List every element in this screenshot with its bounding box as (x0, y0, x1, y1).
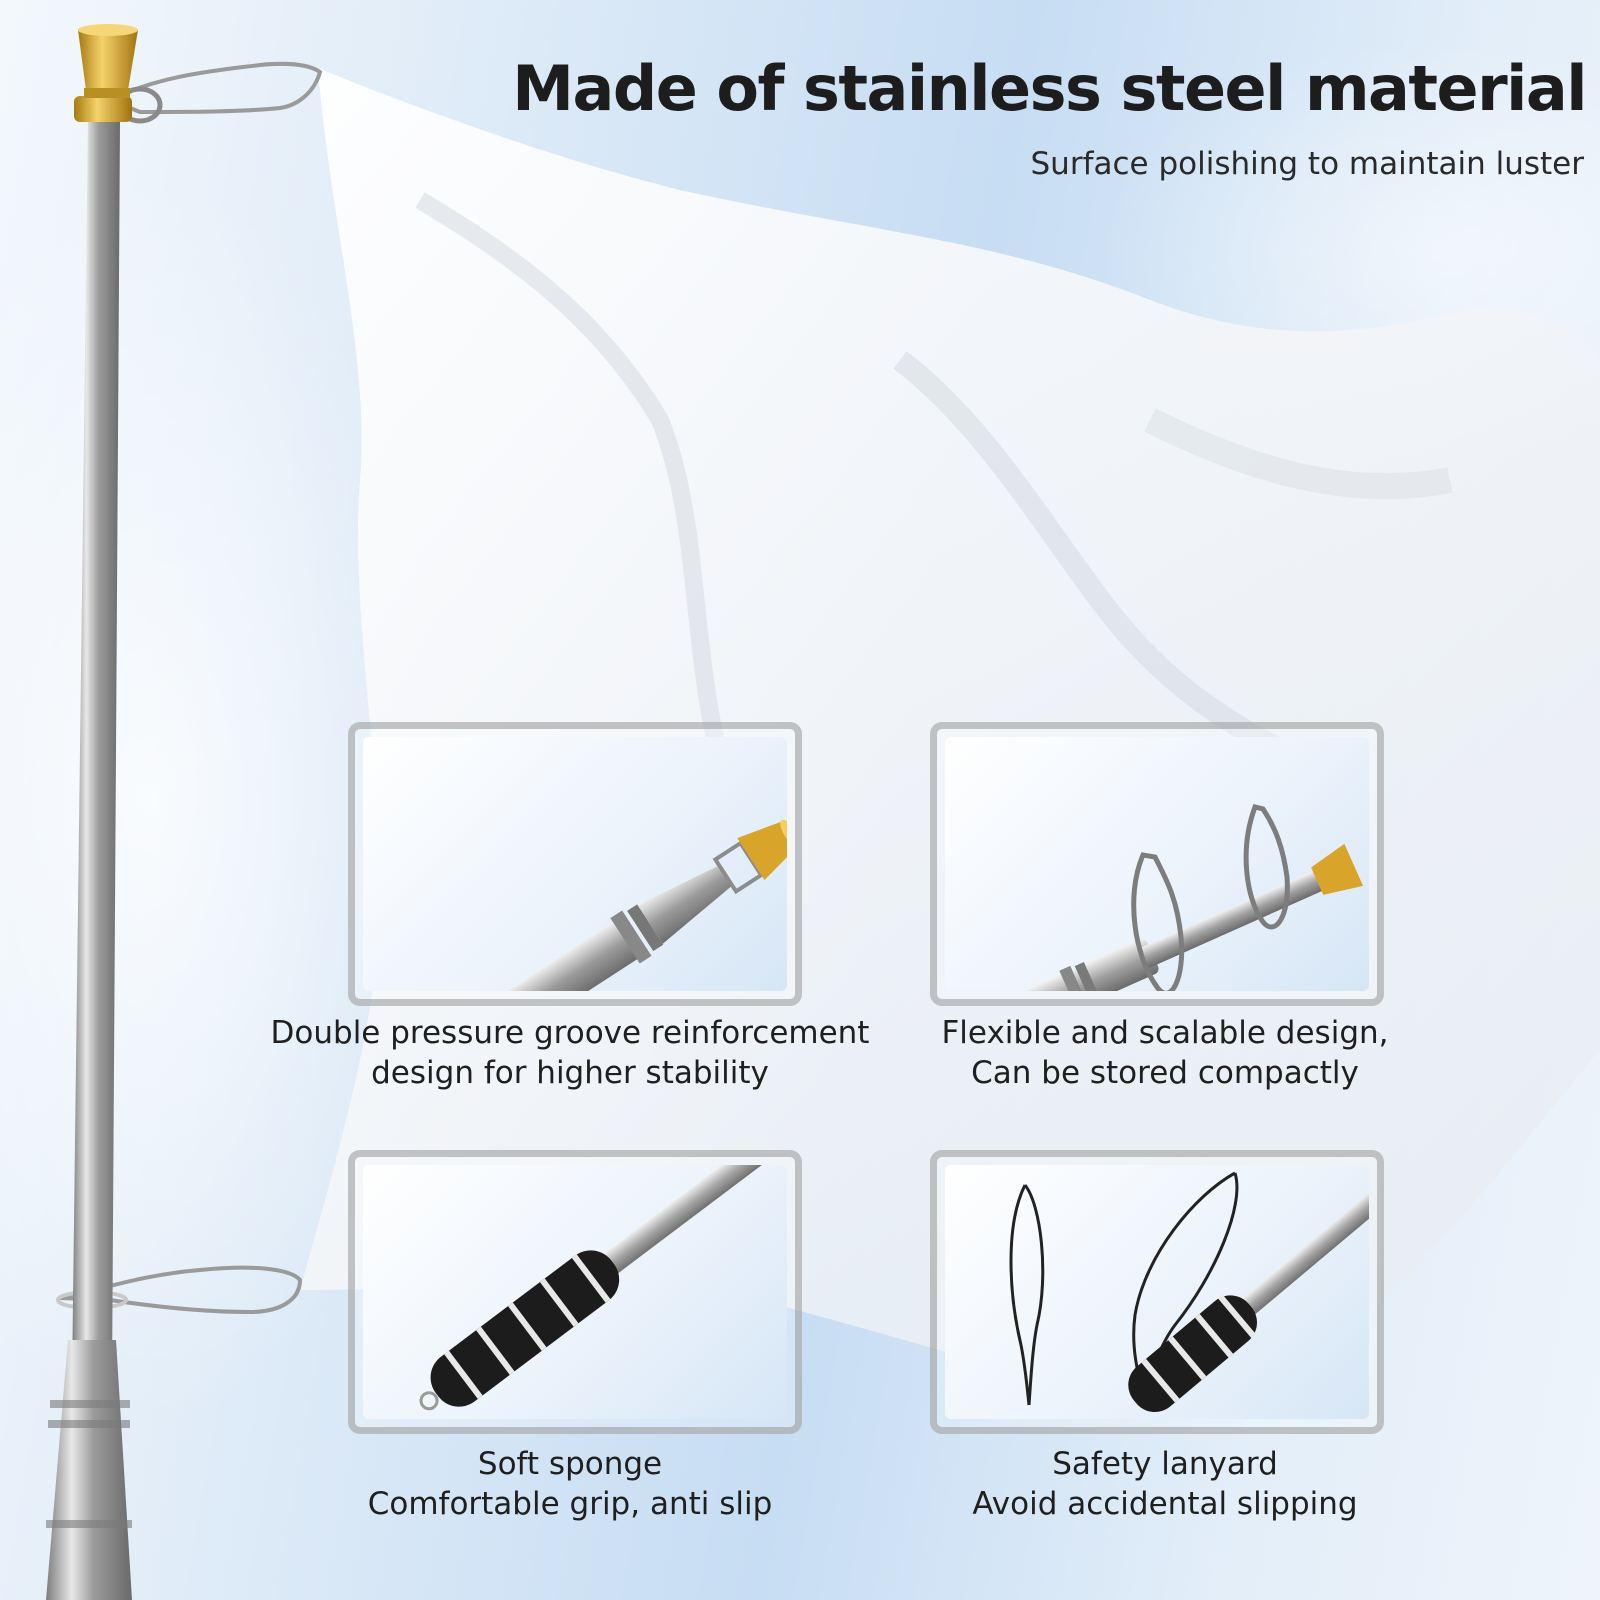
brass-finial (74, 24, 138, 122)
feature-caption-line2: Avoid accidental slipping (972, 1486, 1358, 1522)
feature-caption-lanyard: Safety lanyard Avoid accidental slipping (865, 1444, 1465, 1524)
feature-card-clips (930, 722, 1384, 1006)
feature-caption-line1: Soft sponge (477, 1446, 663, 1482)
feature-caption-line1: Double pressure groove reinforcement (270, 1015, 870, 1051)
lanyard-icon (1009, 1171, 1369, 1413)
feature-caption-line2: Comfortable grip, anti slip (367, 1486, 773, 1522)
top-clip (105, 61, 323, 115)
feature-caption-line2: Can be stored compactly (971, 1055, 1359, 1091)
feature-caption-line1: Flexible and scalable design, (941, 1015, 1389, 1051)
page-title: Made of stainless steel material (512, 52, 1587, 125)
pole-clips-icon (945, 804, 1364, 991)
bottom-clip (59, 1265, 303, 1315)
feature-card-grip (348, 1150, 802, 1434)
pole-tip-spring-icon (372, 819, 787, 991)
feature-caption-pole-tip: Double pressure groove reinforcement des… (270, 1013, 870, 1093)
feature-caption-line1: Safety lanyard (1052, 1446, 1278, 1482)
feature-card-lanyard (930, 1150, 1384, 1434)
feature-caption-grip: Soft sponge Comfortable grip, anti slip (270, 1444, 870, 1524)
pole-shaft (72, 120, 120, 1380)
feature-card-pole-tip (348, 722, 802, 1006)
foam-grip-icon (419, 1165, 787, 1411)
feature-caption-clips: Flexible and scalable design, Can be sto… (865, 1013, 1465, 1093)
page-subtitle: Surface polishing to maintain luster (1030, 146, 1585, 182)
feature-caption-line2: design for higher stability (371, 1055, 769, 1091)
